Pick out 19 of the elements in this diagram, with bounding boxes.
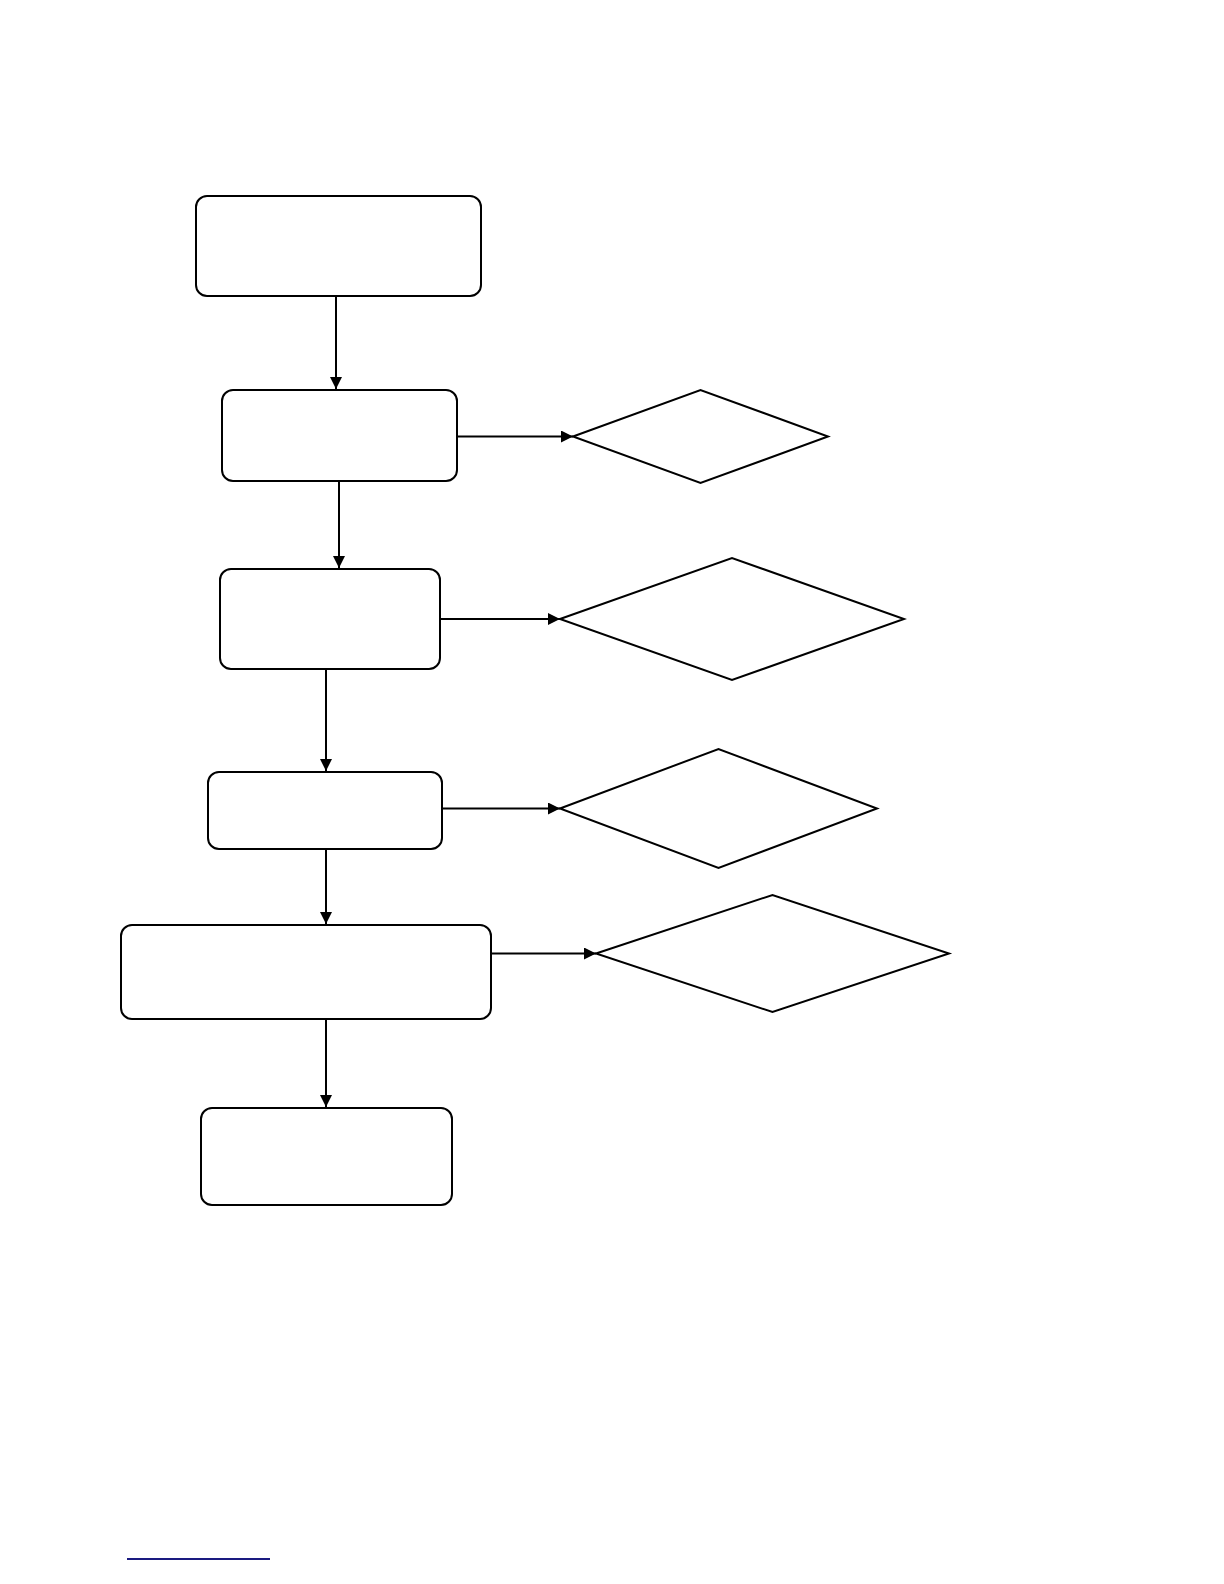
arrow xyxy=(440,613,561,625)
process-box xyxy=(200,1107,453,1206)
arrow xyxy=(320,1019,332,1108)
arrow xyxy=(442,802,561,815)
arrow xyxy=(457,430,574,443)
arrow xyxy=(330,296,342,390)
decision-diamond xyxy=(573,390,828,483)
process-box xyxy=(219,568,441,670)
arrow xyxy=(320,669,332,772)
process-box xyxy=(207,771,443,850)
decision-diamond xyxy=(596,895,949,1012)
arrow xyxy=(491,947,597,960)
process-box xyxy=(120,924,492,1020)
process-box xyxy=(221,389,458,482)
decision-diamond xyxy=(560,558,904,680)
arrow xyxy=(333,481,345,569)
decision-diamond xyxy=(560,749,877,868)
process-box xyxy=(195,195,482,297)
arrow xyxy=(320,849,332,925)
